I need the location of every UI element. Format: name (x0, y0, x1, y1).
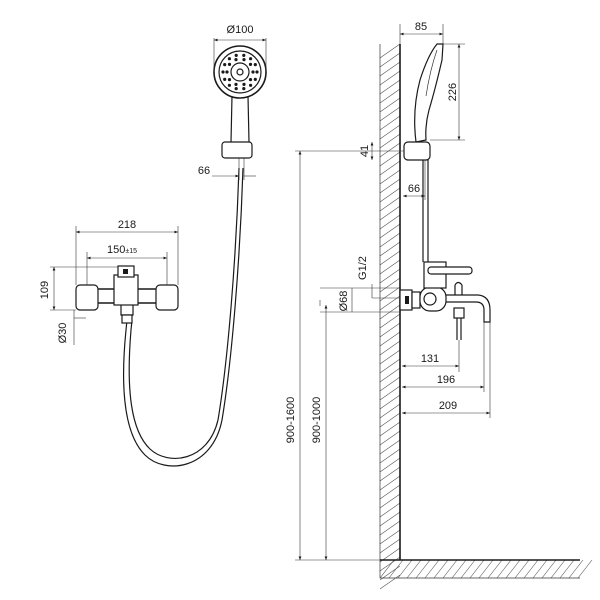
hand-shower-head-front (213, 45, 267, 146)
shower-holder-front (221, 141, 253, 159)
dim-thread: G1/2 (357, 256, 369, 280)
dim-spout-209: 209 (439, 400, 457, 412)
dim-mixer-height: 109 (39, 281, 51, 299)
mixer-front (75, 265, 179, 324)
dim-mixer-width: 218 (118, 219, 136, 231)
dim-spout-196: 196 (437, 374, 455, 386)
floor (379, 559, 593, 579)
dim-eccentric-diameter: Ø30 (57, 323, 69, 344)
dim-holder-offset-front: 66 (198, 165, 210, 177)
dim-holder-offset-side: 66 (408, 183, 420, 195)
wall (379, 43, 401, 590)
shower-holder-side (403, 141, 431, 161)
dim-install-height-holder: 900-1600 (285, 397, 297, 444)
side-dimensions: 85 226 41 66 G1/2 Ø68 (285, 21, 491, 561)
front-view: Ø100 66 218 150±15 109 Ø3 (39, 24, 267, 467)
dim-spout-131: 131 (421, 353, 439, 365)
dim-install-height-mixer: 900-1000 (311, 397, 323, 444)
dim-center-distance: 150±15 (107, 244, 137, 256)
front-dimensions: Ø100 66 218 150±15 109 Ø3 (39, 24, 267, 345)
dim-flange-diameter: Ø68 (338, 291, 350, 312)
dim-head-diameter: Ø100 (227, 24, 254, 36)
dim-handshower-length: 226 (447, 83, 459, 101)
dim-side-depth-top: 85 (415, 21, 427, 33)
shower-hose-front (123, 167, 244, 467)
side-view: 85 226 41 66 G1/2 Ø68 (285, 21, 593, 590)
mixer-side (399, 261, 491, 340)
hand-shower-side (414, 43, 444, 262)
